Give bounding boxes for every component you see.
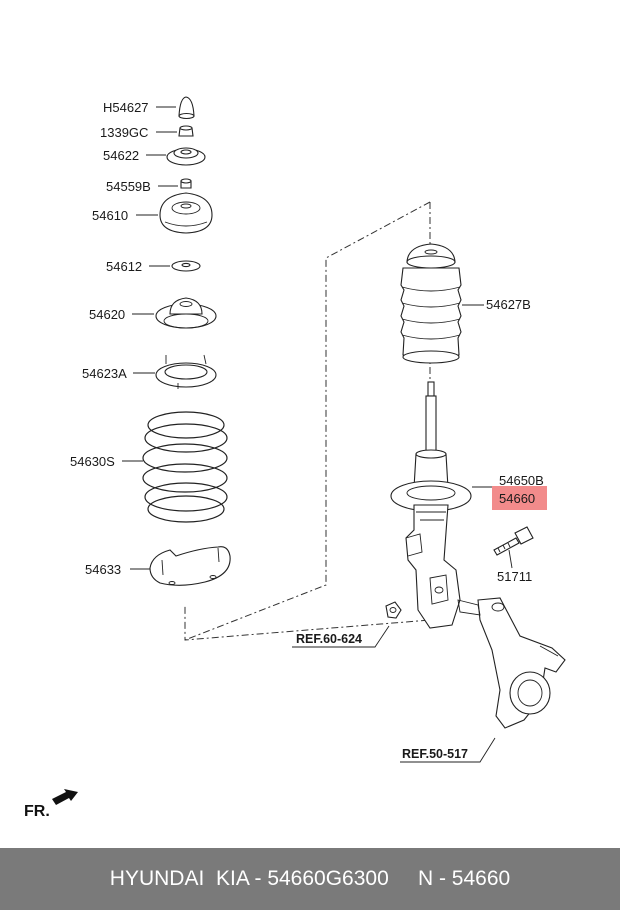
small-nut-part [180,178,192,189]
knuckle-part [457,597,566,729]
lower-nut-part [385,601,402,619]
label-ref-50-517: REF.50-517 [402,747,468,761]
label-54622: 54622 [103,148,139,163]
label-h54627: H54627 [103,100,149,115]
label-fr: FR. [24,803,50,820]
label-54660: 54660 [499,491,535,506]
footer-code: N - 54660 [417,867,511,890]
bearing-part [155,297,217,329]
exploded-diagram: H54627 1339GC 54622 54559B 54610 54612 [24,96,566,820]
label-54559b: 54559B [106,179,151,194]
footer-bar: HYUNDAI KIA - 54660G6300 N - 54660 [0,848,620,910]
label-54630s: 54630S [70,454,115,469]
label-54623a: 54623A [82,366,127,381]
washer-part [166,147,206,166]
footer-brand-part: HYUNDAI KIA - 54660G6300 [109,867,389,890]
dust-boot-part [400,243,462,364]
label-54612: 54612 [106,259,142,274]
lower-pad-part [149,546,231,586]
label-54633: 54633 [85,562,121,577]
assembly-outline-left [184,201,431,641]
label-54610: 54610 [92,208,128,223]
spacer-part [171,260,201,272]
label-54627b: 54627B [486,297,531,312]
part-highlight-box [492,486,547,510]
strut-assembly-part [390,381,472,629]
coil-spring-part [142,411,228,523]
label-54620: 54620 [89,307,125,322]
label-51711: 51711 [497,569,532,584]
label-ref-60-624: REF.60-624 [296,632,362,646]
bolt-part [493,526,534,556]
strut-mount-part [159,192,213,234]
spring-seat-part [155,354,217,389]
label-54650b: 54650B [499,473,544,488]
front-arrow-icon [52,789,78,805]
nut-part [178,125,194,137]
bump-cap-part [178,96,195,120]
label-1339gc: 1339GC [100,125,148,140]
